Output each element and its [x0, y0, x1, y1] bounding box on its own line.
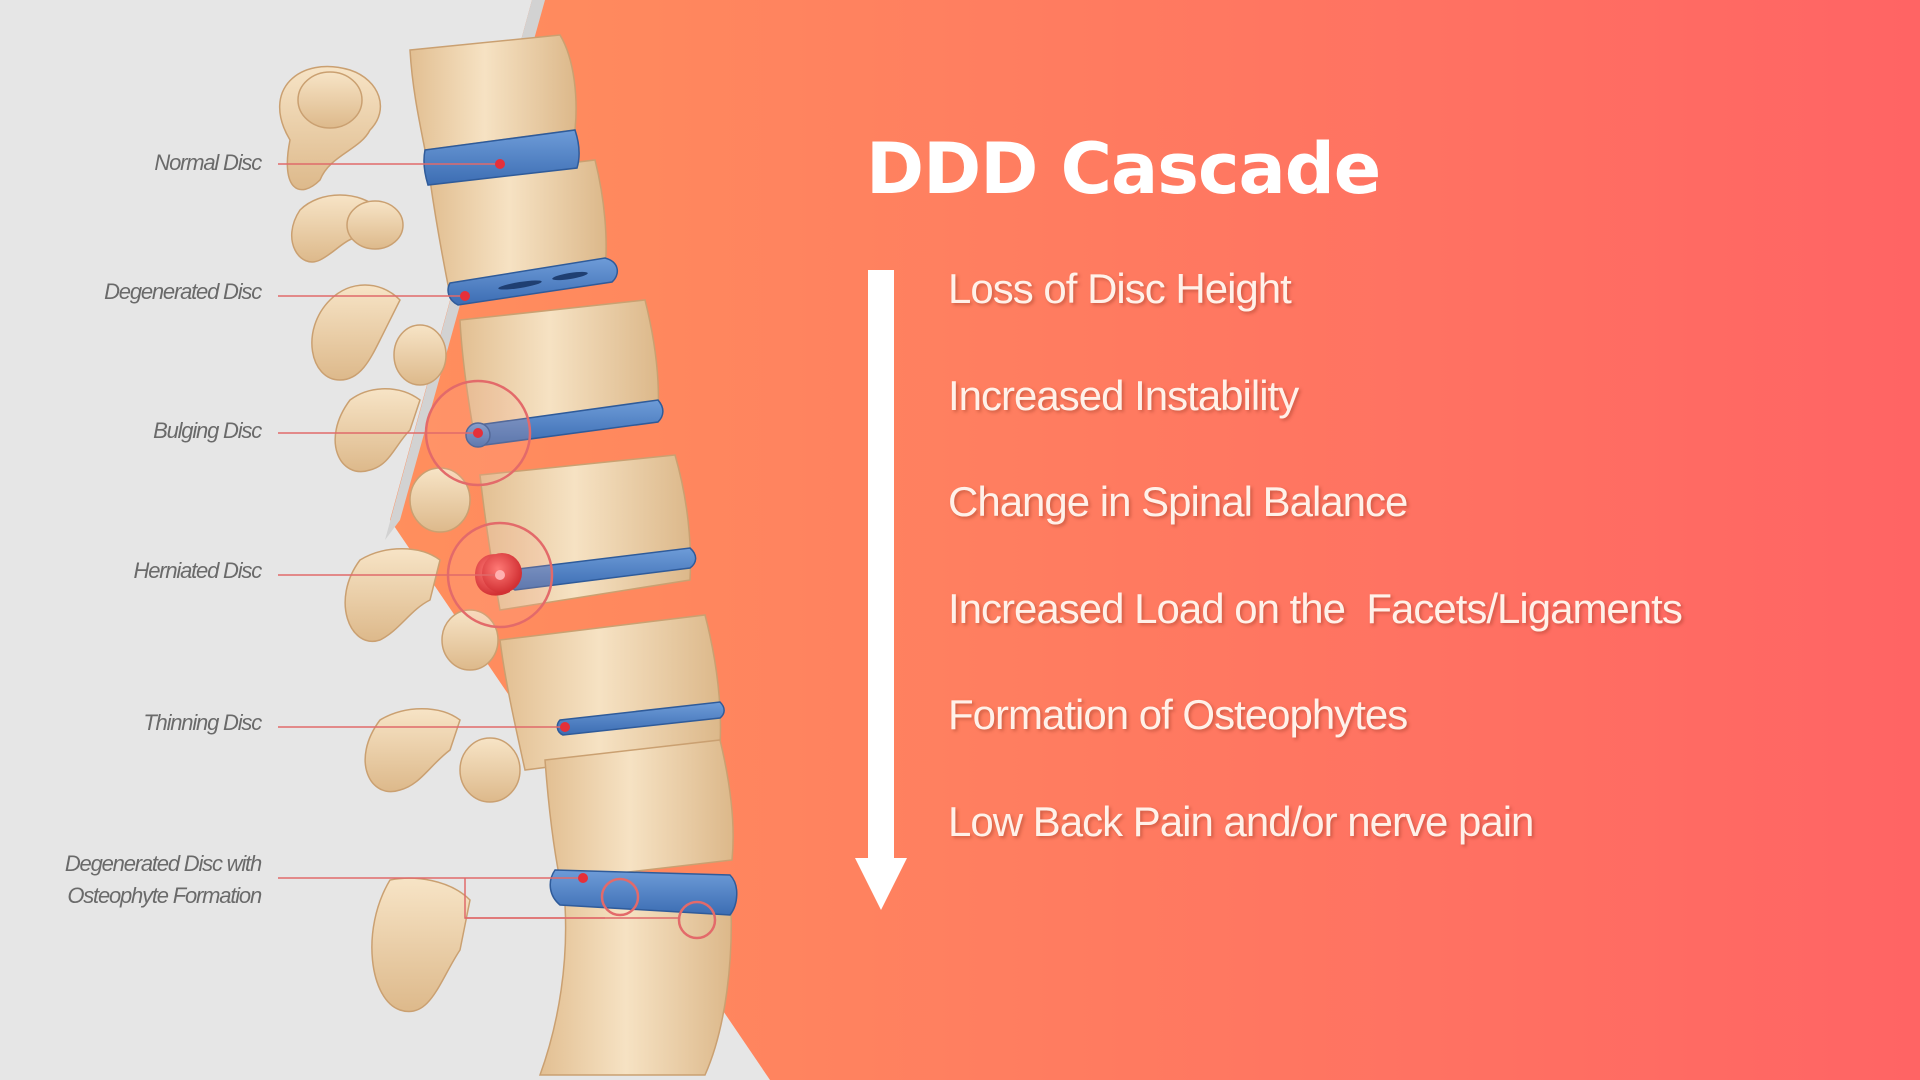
label-osteophyte-line2: Osteophyte Formation	[67, 883, 262, 908]
step-5: Formation of Osteophytes	[948, 691, 1408, 738]
osteophyte-highlight-1	[600, 877, 640, 917]
spine-illustration	[278, 34, 738, 1076]
facet-1	[297, 71, 363, 129]
process-5	[344, 548, 441, 643]
process-7	[371, 877, 471, 1013]
step-3: Change in Spinal Balance	[948, 478, 1408, 525]
cascade-arrow	[855, 270, 907, 910]
label-bulging-disc: Bulging Disc	[153, 418, 262, 443]
gradient-panel	[390, 0, 1920, 1080]
vertebra-6	[544, 739, 734, 881]
step-4: Increased Load on the Facets/Ligaments	[948, 585, 1683, 632]
osteophyte-highlight-2	[677, 900, 717, 940]
process-4	[334, 388, 421, 473]
label-degenerated-disc: Degenerated Disc	[104, 279, 262, 304]
label-herniated-disc: Herniated Disc	[133, 558, 263, 583]
page-title: DDD Cascade	[866, 128, 1381, 210]
disc-thinning	[556, 701, 725, 736]
facet-6	[459, 737, 521, 803]
label-osteophyte-disc: Degenerated Disc with Osteophyte Formati…	[64, 848, 262, 912]
label-thinning-disc: Thinning Disc	[143, 710, 262, 735]
step-1: Loss of Disc Height	[948, 265, 1292, 312]
facet-2	[346, 200, 404, 250]
label-osteophyte-line1: Degenerated Disc with	[64, 851, 262, 876]
disc-normal	[423, 129, 580, 186]
process-6	[364, 708, 461, 793]
label-normal-disc: Normal Disc	[154, 150, 262, 175]
step-2: Increased Instability	[948, 372, 1299, 419]
step-6: Low Back Pain and/or nerve pain	[948, 798, 1534, 845]
process-3	[311, 284, 401, 381]
facet-3	[393, 324, 447, 386]
